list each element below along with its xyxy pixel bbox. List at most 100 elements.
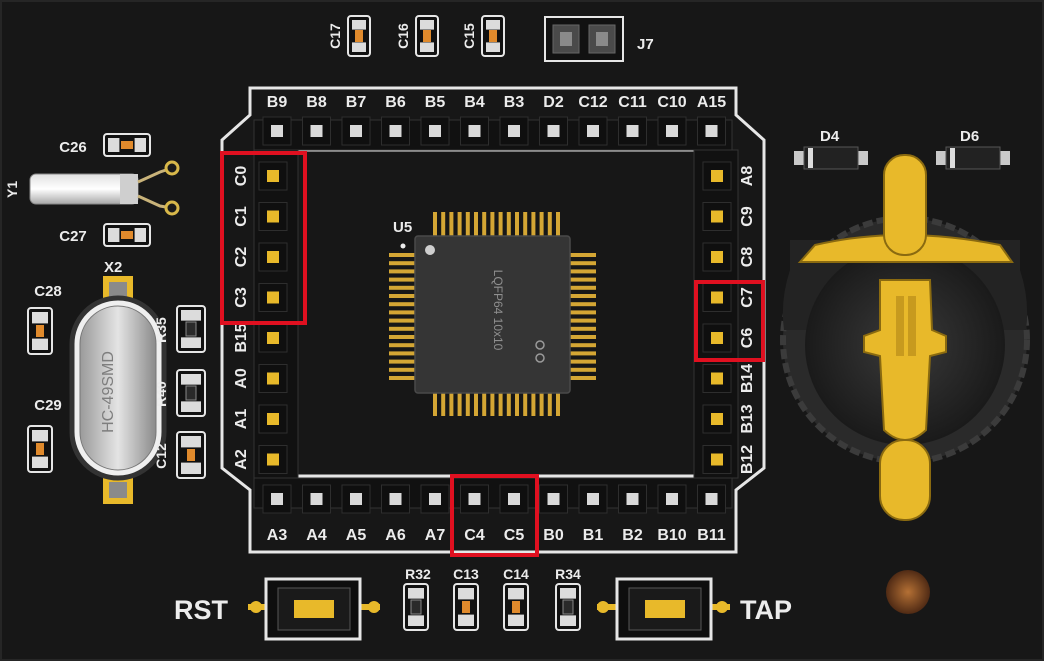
pin-b15 xyxy=(258,323,288,353)
pin-b6 xyxy=(381,116,410,146)
capacitor-c12 xyxy=(176,431,206,479)
pin-c5 xyxy=(499,484,529,514)
pin-label-b1: B1 xyxy=(583,527,604,544)
pin-c6 xyxy=(702,323,732,353)
pin-a1 xyxy=(258,404,288,434)
pin-label-b14: B14 xyxy=(739,364,756,393)
pin-label-a8: A8 xyxy=(739,166,756,187)
pin-c1 xyxy=(258,202,288,231)
pin-c12 xyxy=(578,116,608,146)
pin-label-c2: C2 xyxy=(233,247,250,268)
pin-b1 xyxy=(578,484,608,514)
pin-b10 xyxy=(657,484,687,514)
pin-label-c11: C11 xyxy=(618,94,647,111)
pin-label-b9: B9 xyxy=(267,94,288,111)
tap-label: TAP xyxy=(740,595,792,625)
diode-d4 xyxy=(794,146,868,170)
jumper-header xyxy=(544,16,624,62)
capacitor-c13 xyxy=(453,583,479,631)
pin-a6 xyxy=(381,484,410,514)
diode1-ref-label: D4 xyxy=(820,128,840,145)
pin-label-d2: D2 xyxy=(543,94,564,111)
pin-label-c3: C3 xyxy=(233,287,250,308)
pin-b8 xyxy=(302,116,331,146)
pin-label-b3: B3 xyxy=(504,94,525,111)
highlight-c4-c5 xyxy=(450,474,539,557)
pin-b12 xyxy=(702,445,732,474)
tap-button[interactable] xyxy=(597,577,730,641)
pin-label-b13: B13 xyxy=(739,404,756,433)
pin-a3 xyxy=(262,484,292,514)
pin-label-b5: B5 xyxy=(425,94,446,111)
pin-b11 xyxy=(697,484,726,514)
capacitor-c16 xyxy=(415,15,439,57)
pin-b0 xyxy=(539,484,568,514)
pin-b3 xyxy=(499,116,529,146)
ref-label-c14: C14 xyxy=(503,566,529,582)
capacitor-c15 xyxy=(481,15,505,57)
pin-label-a6: A6 xyxy=(385,527,406,544)
resistor-r35 xyxy=(176,305,206,353)
ref-label-c17: C17 xyxy=(327,23,343,49)
resistor-r40 xyxy=(176,369,206,417)
pin-a5 xyxy=(341,484,371,514)
diode-d6 xyxy=(936,146,1010,170)
ref-label-r34: R34 xyxy=(555,566,581,582)
capacitor-c26 xyxy=(103,133,151,157)
oscillator xyxy=(29,160,180,216)
pin-d2 xyxy=(539,116,568,146)
pin-b4 xyxy=(460,116,489,146)
ref-label-c26: C26 xyxy=(59,139,87,156)
pin-label-a1: A1 xyxy=(233,409,250,430)
pin-b14 xyxy=(702,364,732,393)
ref-label-c28: C28 xyxy=(34,283,62,300)
ref-label-r40: R40 xyxy=(153,381,169,407)
pin-label-a2: A2 xyxy=(233,449,250,470)
header-outline xyxy=(220,86,766,554)
header-ref-label: J7 xyxy=(637,36,654,53)
pin-label-c9: C9 xyxy=(739,206,756,227)
ref-label-r35: R35 xyxy=(153,317,169,343)
ref-label-r32: R32 xyxy=(405,566,431,582)
pin-b9 xyxy=(262,116,292,146)
ref-label-c13: C13 xyxy=(453,566,479,582)
crystal-ref-label: X2 xyxy=(104,259,122,276)
pin-b13 xyxy=(702,404,732,434)
pin-label-c0: C0 xyxy=(233,166,250,187)
pin-a8 xyxy=(702,161,732,191)
pin-label-b6: B6 xyxy=(385,94,406,111)
mcu-logo-icon xyxy=(535,340,545,350)
ref-label-c16: C16 xyxy=(395,23,411,49)
ref-label-c15: C15 xyxy=(461,23,477,49)
pin-c0 xyxy=(258,161,288,191)
pin1-marker-icon xyxy=(425,245,435,255)
pin-label-b12: B12 xyxy=(739,445,756,474)
capacitor-c17 xyxy=(347,15,371,57)
pin-headers xyxy=(258,116,732,514)
pin-label-c4: C4 xyxy=(464,527,485,544)
rst-label: RST xyxy=(174,595,229,625)
highlight-c0-c3 xyxy=(220,151,307,325)
pin-b5 xyxy=(420,116,450,146)
rst-button[interactable] xyxy=(248,577,380,641)
pin-a2 xyxy=(258,445,288,474)
pin-c8 xyxy=(702,242,732,272)
pin-label-b2: B2 xyxy=(622,527,643,544)
ref-label-c27: C27 xyxy=(59,228,87,245)
pin-label-b10: B10 xyxy=(657,527,686,544)
pin-label-b8: B8 xyxy=(306,94,327,111)
ref-label-c12: C12 xyxy=(153,443,169,469)
capacitor-c14 xyxy=(503,583,529,631)
pin-label-c1: C1 xyxy=(233,206,250,227)
pin-label-c10: C10 xyxy=(657,94,686,111)
pin-label-c5: C5 xyxy=(504,527,525,544)
pin-label-a0: A0 xyxy=(233,368,250,389)
pin-a0 xyxy=(258,364,288,393)
pin-b2 xyxy=(618,484,647,514)
pin-a4 xyxy=(302,484,331,514)
pin-label-a4: A4 xyxy=(306,527,327,544)
